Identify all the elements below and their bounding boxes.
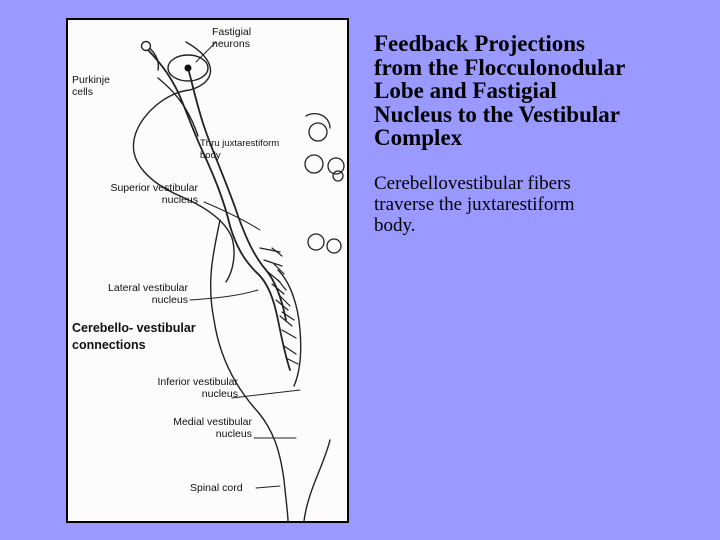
pointer-lines xyxy=(189,41,301,489)
slide-body-text: Cerebellovestibular fibers traverse the … xyxy=(374,173,575,236)
label-cerebello-vestibular-connections: Cerebello- vestibular connections xyxy=(72,321,196,352)
label-fastigial-neurons: Fastigial neurons xyxy=(212,26,252,50)
fastigial-fiber-tract xyxy=(187,67,287,321)
recurrent-fiber xyxy=(157,77,199,137)
purkinje-cell-body xyxy=(140,40,152,52)
section-circles xyxy=(304,113,345,254)
label-lateral-vestibular-nucleus: Lateral vestibular nucleus xyxy=(108,282,188,306)
pointer-inferior xyxy=(231,389,301,399)
slide-title: Feedback Projections from the Flocculono… xyxy=(374,31,626,150)
terminal-branches xyxy=(259,247,299,365)
pathway-drawing xyxy=(132,40,345,521)
label-purkinje-cells: Purkinje cells xyxy=(72,74,110,98)
brainstem-outline xyxy=(209,219,289,521)
label-medial-vestibular-nucleus: Medial vestibular nucleus xyxy=(173,416,252,440)
label-spinal-cord: Spinal cord xyxy=(190,482,243,494)
label-superior-vestibular-nucleus: Superior vestibular nucleus xyxy=(110,182,198,206)
cerebellum-outline xyxy=(132,41,235,283)
pointer-fastigial xyxy=(195,41,217,63)
main-fiber-tract xyxy=(145,47,291,371)
diagram-figure: Fastigial neurons Purkinje cells Thru ju… xyxy=(66,18,349,523)
fastigial-nucleus xyxy=(167,54,209,82)
brainstem-right-outline xyxy=(303,439,331,521)
ventricle-outline xyxy=(277,269,302,387)
fastigial-neuron-dot xyxy=(184,64,192,72)
pointer-spinal xyxy=(255,485,281,489)
pointer-lateral xyxy=(189,289,259,301)
label-inferior-vestibular-nucleus: Inferior vestibular nucleus xyxy=(157,376,238,400)
pointer-superior xyxy=(203,201,261,231)
label-juxtarestiform-body: Thru juxtarestiform body xyxy=(200,138,280,161)
